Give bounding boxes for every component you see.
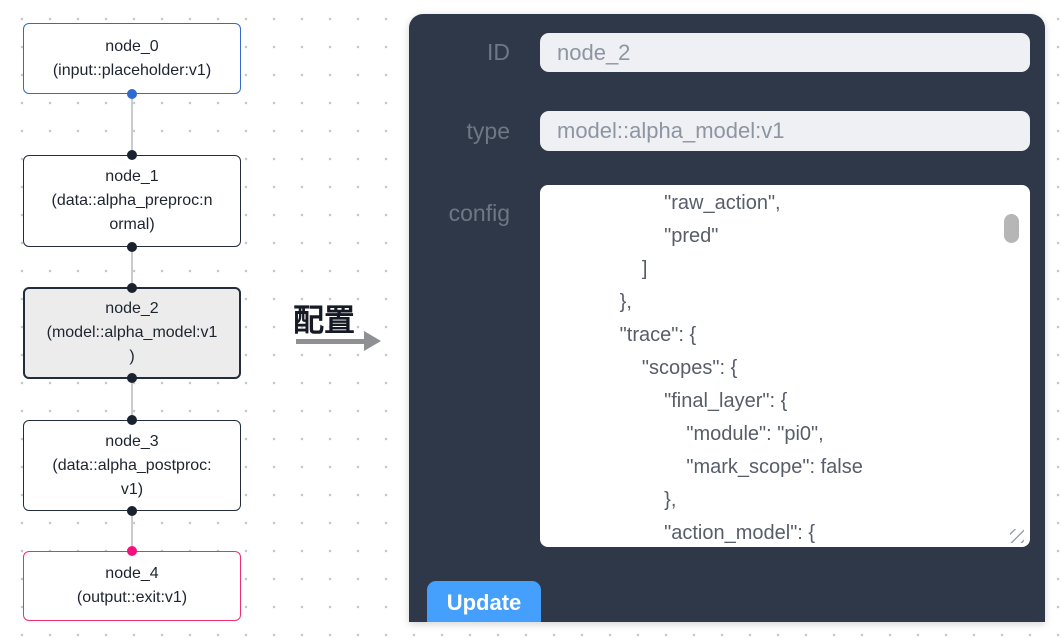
output-port-dot[interactable] bbox=[127, 373, 137, 383]
edge-connector bbox=[131, 94, 133, 155]
right-arrow-icon bbox=[296, 339, 366, 344]
output-port-dot[interactable] bbox=[127, 506, 137, 516]
edge-connector bbox=[131, 511, 133, 551]
config-scrollbar-thumb[interactable] bbox=[1004, 214, 1019, 243]
type-field-label: type bbox=[466, 118, 510, 144]
node-subtitle: (input::placeholder:v1) bbox=[52, 61, 212, 79]
input-port-dot[interactable] bbox=[127, 283, 137, 293]
input-port-dot[interactable] bbox=[127, 546, 137, 556]
input-port-dot[interactable] bbox=[127, 150, 137, 160]
id-input[interactable]: node_2 bbox=[540, 33, 1030, 72]
update-button-label: Update bbox=[446, 589, 522, 615]
output-port-dot[interactable] bbox=[127, 242, 137, 252]
node-title: node_0 bbox=[105, 37, 159, 55]
right-arrow-head-icon bbox=[364, 331, 381, 351]
node-config-panel: ID node_2 type model::alpha_model:v1 con… bbox=[409, 14, 1045, 622]
flow-node-2-selected[interactable]: node_2 (model::alpha_model:v1 ) bbox=[23, 283, 241, 383]
flow-node-4[interactable]: node_4 (output::exit:v1) bbox=[23, 546, 241, 621]
flow-node-1[interactable]: node_1 (data::alpha_preproc:n ormal) bbox=[23, 150, 241, 252]
node-title: node_1 bbox=[105, 168, 159, 185]
node-subtitle: (data::alpha_postproc: v1) bbox=[52, 456, 212, 498]
flow-node-3[interactable]: node_3 (data::alpha_postproc: v1) bbox=[23, 415, 241, 516]
input-port-dot[interactable] bbox=[127, 415, 137, 425]
type-input-value: model::alpha_model:v1 bbox=[557, 118, 785, 143]
config-textarea[interactable]: "raw_action", "pred" ] }, "trace": { "sc… bbox=[540, 185, 1030, 547]
config-field-label: config bbox=[448, 200, 510, 226]
edge-connector bbox=[131, 379, 133, 420]
id-field-label: ID bbox=[487, 39, 510, 65]
flow-node-0[interactable]: node_0 (input::placeholder:v1) bbox=[23, 23, 241, 99]
node-title: node_4 bbox=[105, 565, 159, 582]
output-port-dot[interactable] bbox=[127, 89, 137, 99]
configure-annotation-label: 配置 bbox=[293, 303, 355, 338]
type-input[interactable]: model::alpha_model:v1 bbox=[540, 111, 1030, 151]
edge-connector bbox=[131, 247, 133, 287]
node-subtitle: (model::alpha_model:v1 ) bbox=[46, 324, 218, 365]
node-subtitle: (data::alpha_preproc:n ormal) bbox=[51, 192, 213, 233]
id-input-value: node_2 bbox=[557, 39, 631, 65]
textarea-resize-handle-icon[interactable] bbox=[1010, 529, 1024, 543]
node-subtitle: (output::exit:v1) bbox=[76, 589, 188, 606]
node-title: node_2 bbox=[105, 300, 159, 317]
node-title: node_3 bbox=[105, 432, 159, 450]
update-button[interactable]: Update bbox=[427, 581, 541, 622]
